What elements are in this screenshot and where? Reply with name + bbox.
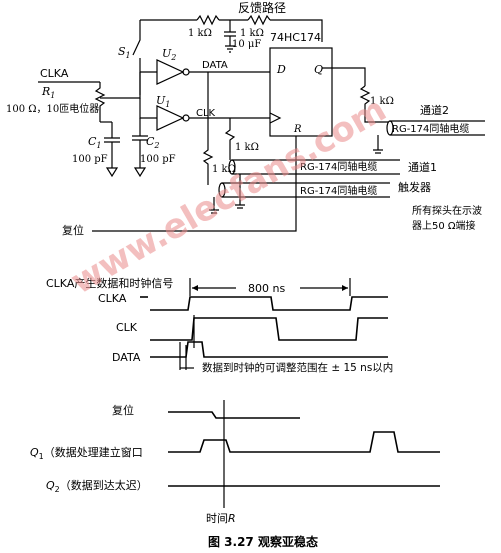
wire: [270, 19, 323, 42]
resistor-1k-clk: [224, 118, 236, 160]
ground-icon: [235, 174, 245, 209]
coax-cable-trigger: [222, 182, 390, 198]
resistor-label: 1 kΩ: [370, 96, 394, 107]
flipflop-74hc174: [269, 47, 333, 137]
coax-label: RG-174同轴电缆: [392, 122, 469, 135]
coax-label: RG-174同轴电缆: [300, 160, 377, 173]
resistor-1k-data: [202, 72, 214, 185]
probe-note-line1: 所有探头在示波: [412, 204, 482, 217]
switch-s1: [132, 20, 141, 56]
figure-caption: 图 3.27 观察亚稳态: [208, 534, 318, 549]
data-waveform: [180, 341, 388, 358]
capacitor-c1: [104, 122, 120, 168]
resistor-label: 1 kΩ: [240, 28, 264, 39]
reset-trace-label: 复位: [112, 403, 134, 417]
coax-label: RG-174同轴电缆: [300, 184, 377, 197]
pot-spec-label: 100 Ω，10匝电位器: [6, 102, 99, 115]
adjust-range-marker: [179, 342, 187, 370]
probe-note-line2: 器上50 Ω端接: [412, 219, 476, 232]
wire: [322, 67, 366, 86]
pin-r-label: R: [293, 124, 302, 135]
c2-value: 100 pF: [140, 154, 176, 165]
resistor-label: 1 kΩ: [212, 164, 236, 175]
reset-waveform: [168, 411, 300, 419]
ground-icon: [225, 45, 235, 53]
ground-icon: [373, 135, 383, 154]
channel-2-label: 通道2: [420, 103, 449, 117]
wire: [139, 98, 157, 119]
pin-q-label: Q: [314, 63, 323, 76]
ground-icon: [105, 167, 119, 178]
feedback-path-label: 反馈路径: [238, 0, 286, 15]
u2-label: U2: [162, 47, 176, 62]
resistor-label: 1 kΩ: [235, 142, 259, 153]
resistor-1k-b: [247, 14, 271, 26]
r1-label: R1: [41, 85, 55, 100]
data-signal-label: DATA: [202, 60, 228, 71]
reset-wire: [92, 150, 297, 232]
period-label: 800 ns: [248, 282, 285, 295]
inverter-u1: [156, 105, 185, 131]
clka-waveform: [150, 296, 388, 311]
clk-trace-label: CLK: [116, 321, 138, 334]
c1-value: 100 pF: [72, 154, 108, 165]
capacitor-10uf: [224, 20, 236, 46]
timing-title: CLKA产生数据和时钟信号: [46, 276, 173, 290]
switch-label: S1: [118, 45, 131, 60]
data-trace-label: DATA: [112, 351, 141, 364]
adjust-range-label: 数据到时钟的可调整范围在 ± 15 ns以内: [202, 361, 393, 374]
time-r-label: 时间R: [206, 512, 236, 525]
timing-diagram-bottom: 复位 Q1（数据处理建立窗口 Q2（数据到达太迟） 时间R: [30, 400, 440, 525]
timing-diagram-top: CLKA产生数据和时钟信号 800 ns CLKA CLK DATA 数据到时钟…: [46, 276, 393, 374]
ground-icon: [133, 167, 147, 178]
u1-label: U1: [156, 94, 170, 109]
trigger-label: 触发器: [398, 180, 431, 194]
ground-icon: [209, 197, 219, 214]
wire: [110, 72, 141, 99]
clk-signal-label: CLK: [196, 108, 216, 119]
q2-trace-label: Q2（数据到达太迟）: [46, 478, 148, 494]
resistor-1k-q: [359, 85, 388, 123]
clock-input-icon: [269, 112, 282, 124]
resistor-1k-a: [196, 14, 220, 26]
clka-label: CLKA: [40, 67, 69, 80]
circuit-diagram: 反馈路径 1 kΩ 1 kΩ 10 μF S1 CLKA R1 100 Ω，10…: [6, 0, 485, 237]
c2-label: C2: [146, 135, 160, 150]
reset-label: 复位: [62, 223, 84, 237]
potentiometer-r1: [94, 82, 106, 116]
dimension-tick: [189, 278, 351, 296]
pin-d-label: D: [276, 63, 286, 76]
clka-trace-label: CLKA: [98, 292, 127, 305]
coax-cable-ch1: [232, 159, 400, 175]
c1-label: C1: [88, 135, 102, 150]
clk-waveform: [150, 317, 388, 341]
ic-label: 74HC174: [270, 31, 321, 44]
q1-trace-label: Q1（数据处理建立窗口: [30, 445, 143, 461]
inverter-u2: [156, 59, 185, 85]
capacitor-c2: [132, 118, 148, 168]
coax-cable-ch2: [390, 120, 485, 136]
capacitor-label: 10 μF: [232, 39, 261, 50]
channel-1-label: 通道1: [408, 160, 437, 174]
q1-waveform: [168, 431, 440, 453]
resistor-label: 1 kΩ: [188, 28, 212, 39]
